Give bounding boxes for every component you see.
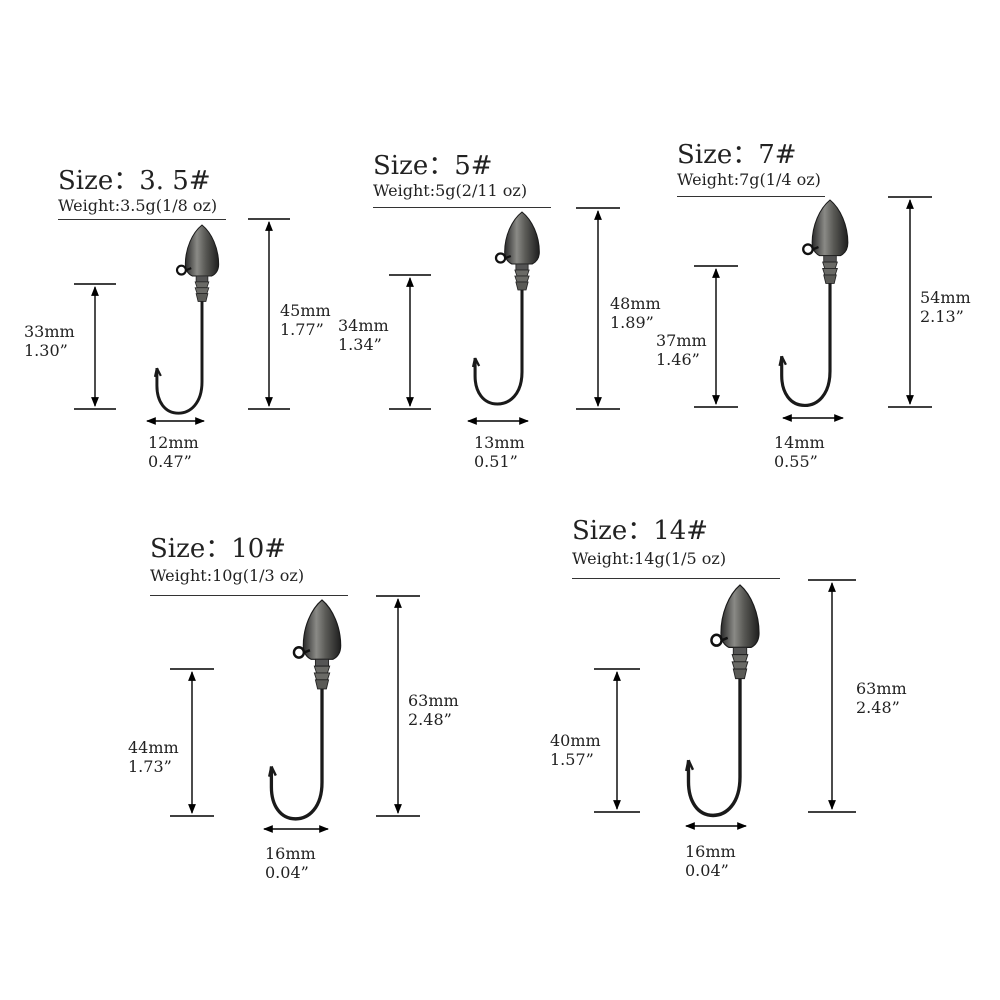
dimension-arrows-14 <box>594 579 856 830</box>
dimension-arrows-10 <box>170 595 420 833</box>
dimension-arrows-3-5 <box>74 218 290 425</box>
dimension-arrows-5 <box>389 207 620 425</box>
jig-hook-3-5 <box>153 223 221 415</box>
dimension-arrows-7 <box>694 196 932 422</box>
jig-hook-7 <box>777 198 850 408</box>
jig-hook-10 <box>267 598 343 821</box>
jig-hook-5 <box>471 210 541 406</box>
jig-hook-14 <box>684 583 761 818</box>
